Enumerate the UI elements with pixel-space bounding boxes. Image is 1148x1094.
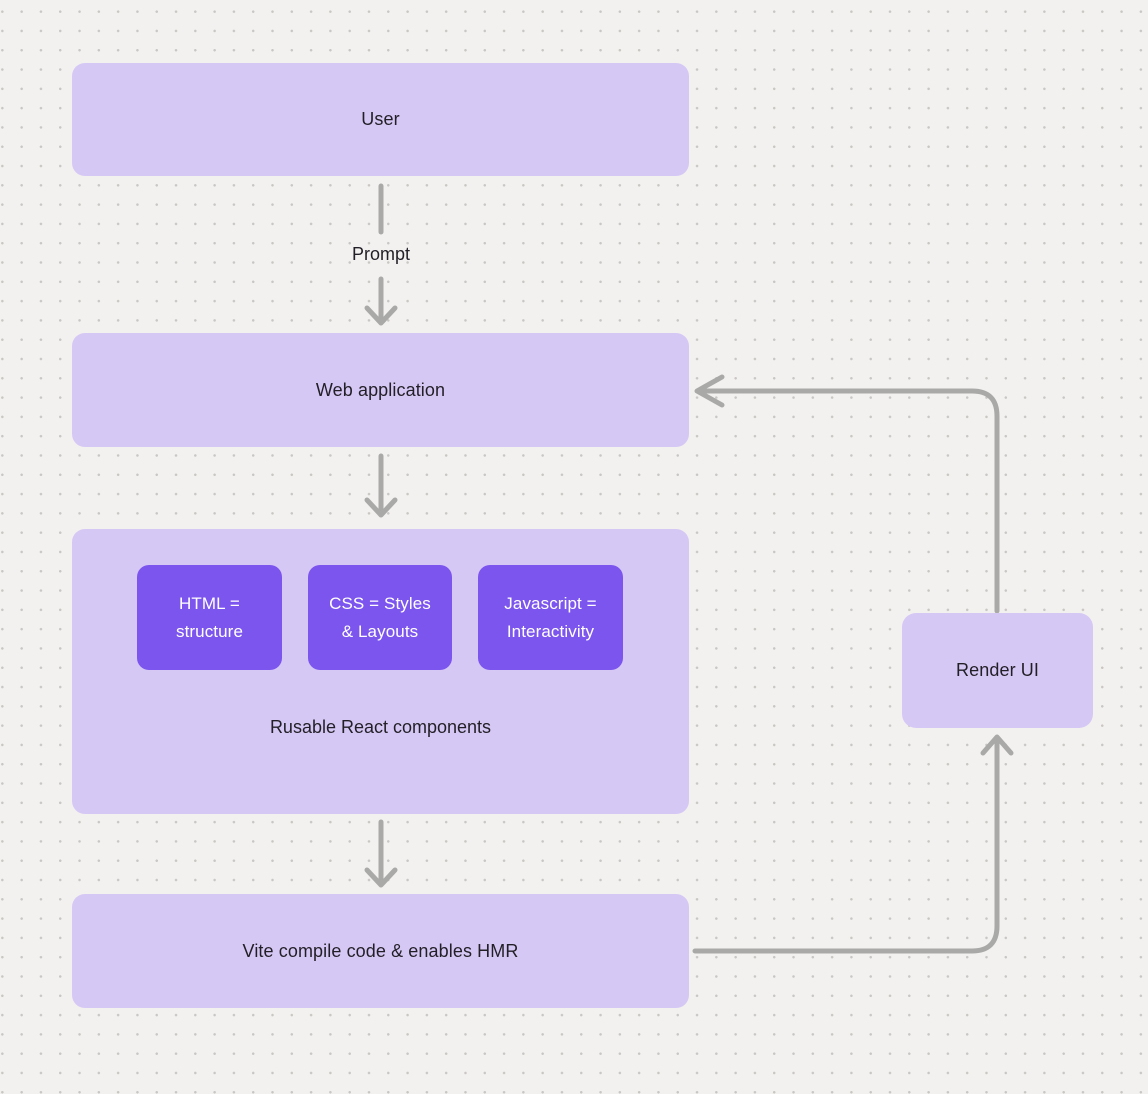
edge-label-prompt: Prompt	[351, 244, 411, 264]
node-user-label: User	[361, 109, 400, 129]
node-vite: Vite compile code & enables HMR	[72, 894, 689, 1008]
node-javascript: Javascript = Interactivity	[478, 565, 623, 670]
node-javascript-label-line2: Interactivity	[506, 621, 595, 641]
arrow-user-to-web-head-icon	[364, 305, 398, 326]
node-javascript-label-line1: Javascript =	[504, 593, 597, 613]
node-css-label-line1: CSS = Styles	[329, 593, 431, 613]
group-react-components-caption: Rusable React components	[269, 717, 492, 737]
node-html-label-line1: HTML =	[179, 593, 240, 613]
node-html: HTML = structure	[137, 565, 282, 670]
arrow-vite-to-render-head-icon	[980, 734, 1014, 756]
arrow-vite-to-render-shaft	[692, 737, 1000, 954]
arrow-components-to-vite-head-icon	[364, 867, 398, 888]
node-css: CSS = Styles & Layouts	[308, 565, 452, 670]
node-html-label-line2: structure	[175, 621, 244, 641]
node-user: User	[72, 63, 689, 176]
node-render-ui: Render UI	[902, 613, 1093, 728]
arrow-web-to-components-head-icon	[364, 497, 398, 518]
node-css-label-line2: & Layouts	[341, 621, 419, 641]
arrow-render-to-web-shaft	[697, 388, 1000, 614]
node-web-application: Web application	[72, 333, 689, 447]
group-react-components: HTML = structure CSS = Styles & Layouts …	[72, 529, 689, 814]
node-vite-label: Vite compile code & enables HMR	[242, 940, 519, 961]
arrow-render-to-web-head-icon	[694, 374, 725, 408]
node-web-application-label: Web application	[315, 379, 446, 400]
node-render-ui-label: Render UI	[956, 660, 1039, 680]
